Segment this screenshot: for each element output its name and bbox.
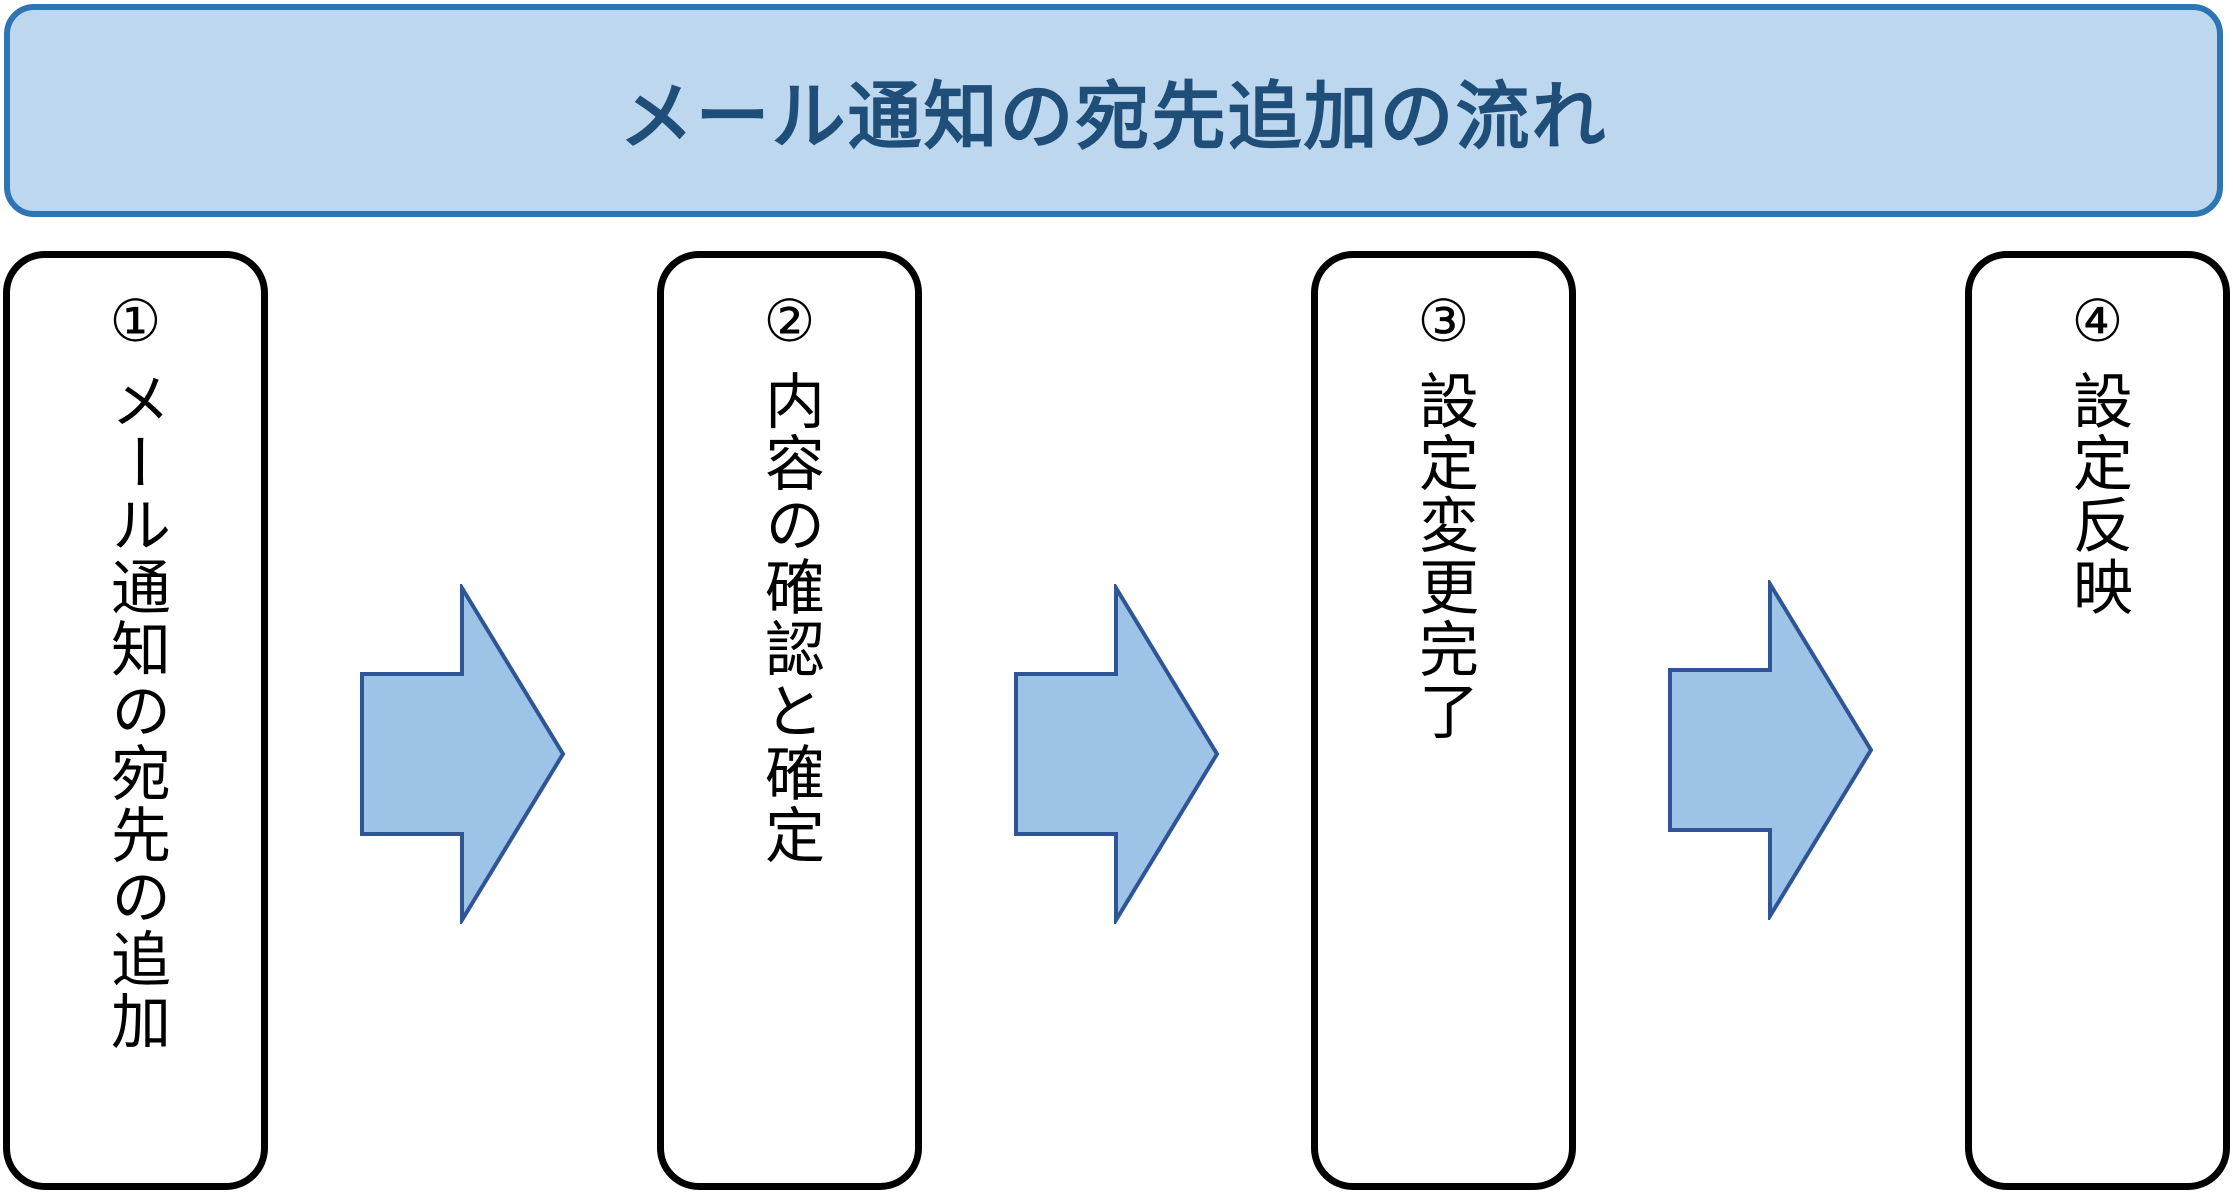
step-label-3: 設定変更完了 — [1408, 370, 1479, 742]
right-arrow-icon-1 — [358, 584, 568, 924]
step-label-2: 内容の確認と確定 — [754, 370, 825, 866]
step-box-1: ① メール通知の宛先の追加 — [3, 251, 268, 1190]
step-number-3: ③ — [1417, 287, 1470, 355]
title-banner: メール通知の宛先追加の流れ — [4, 4, 2223, 217]
step-label-4: 設定反映 — [2062, 370, 2133, 618]
step-box-3: ③ 設定変更完了 — [1311, 251, 1576, 1190]
step-number-4: ④ — [2071, 287, 2124, 355]
step-number-1: ① — [109, 287, 162, 355]
step-box-4: ④ 設定反映 — [1965, 251, 2230, 1190]
right-arrow-icon-3 — [1666, 580, 1876, 920]
step-label-1: メール通知の宛先の追加 — [100, 370, 171, 1052]
right-arrow-icon-2 — [1012, 584, 1222, 924]
step-number-2: ② — [763, 287, 816, 355]
step-box-2: ② 内容の確認と確定 — [657, 251, 922, 1190]
diagram-title: メール通知の宛先追加の流れ — [619, 74, 1608, 160]
